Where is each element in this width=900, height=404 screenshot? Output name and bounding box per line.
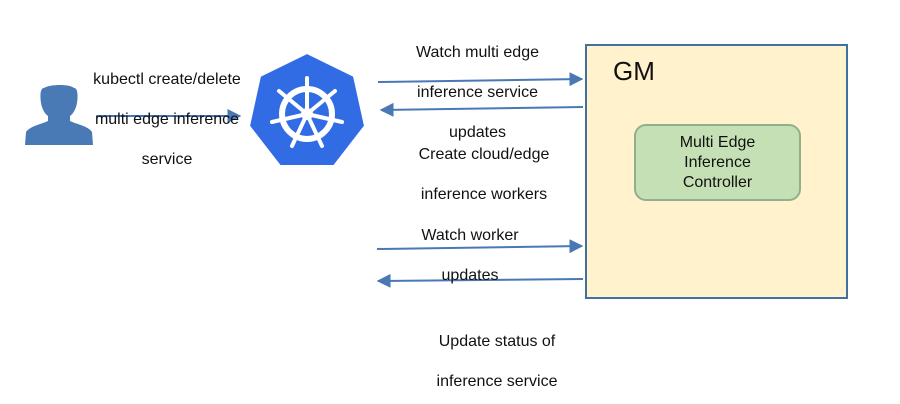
- controller-label-line: Multi Edge: [679, 134, 756, 151]
- multi-edge-inference-controller: Multi Edge Inference Controller: [634, 124, 801, 201]
- label-line: updates: [441, 267, 499, 284]
- label-kubectl-create-delete: kubectl create/delete multi edge inferen…: [62, 50, 272, 190]
- label-line: updates: [449, 124, 506, 141]
- label-line: service: [141, 151, 193, 168]
- label-line: kubectl create/delete: [93, 71, 241, 88]
- label-line: Watch worker: [421, 227, 519, 244]
- label-create-workers: Create cloud/edge inference workers: [388, 125, 580, 225]
- label-line: inference service: [436, 373, 558, 390]
- label-watch-worker: Watch worker updates: [400, 206, 540, 306]
- arrow-update-status: [376, 273, 584, 288]
- arrow-watch-worker: [376, 239, 584, 254]
- controller-label-line: Controller: [682, 174, 753, 191]
- label-line: inference service: [417, 84, 538, 101]
- label-update-status: Update status of inference service: [397, 312, 597, 404]
- label-line: Create cloud/edge: [418, 146, 550, 163]
- user-icon: [25, 85, 93, 145]
- arrow-create-workers: [379, 102, 584, 117]
- controller-label-line: Inference: [684, 154, 751, 171]
- label-line: inference workers: [420, 186, 548, 203]
- label-line: multi edge inference: [94, 111, 240, 128]
- gm-box: GM Multi Edge Inference Controller: [585, 44, 848, 299]
- label-watch-multi-edge: Watch multi edge inference service updat…: [380, 23, 575, 163]
- arrow-watch-multi: [377, 72, 584, 87]
- gm-title: GM: [613, 56, 655, 86]
- label-line: Watch multi edge: [415, 44, 539, 61]
- label-line: Update status of: [438, 333, 556, 350]
- kubernetes-helm-wheel-icon: [247, 51, 367, 167]
